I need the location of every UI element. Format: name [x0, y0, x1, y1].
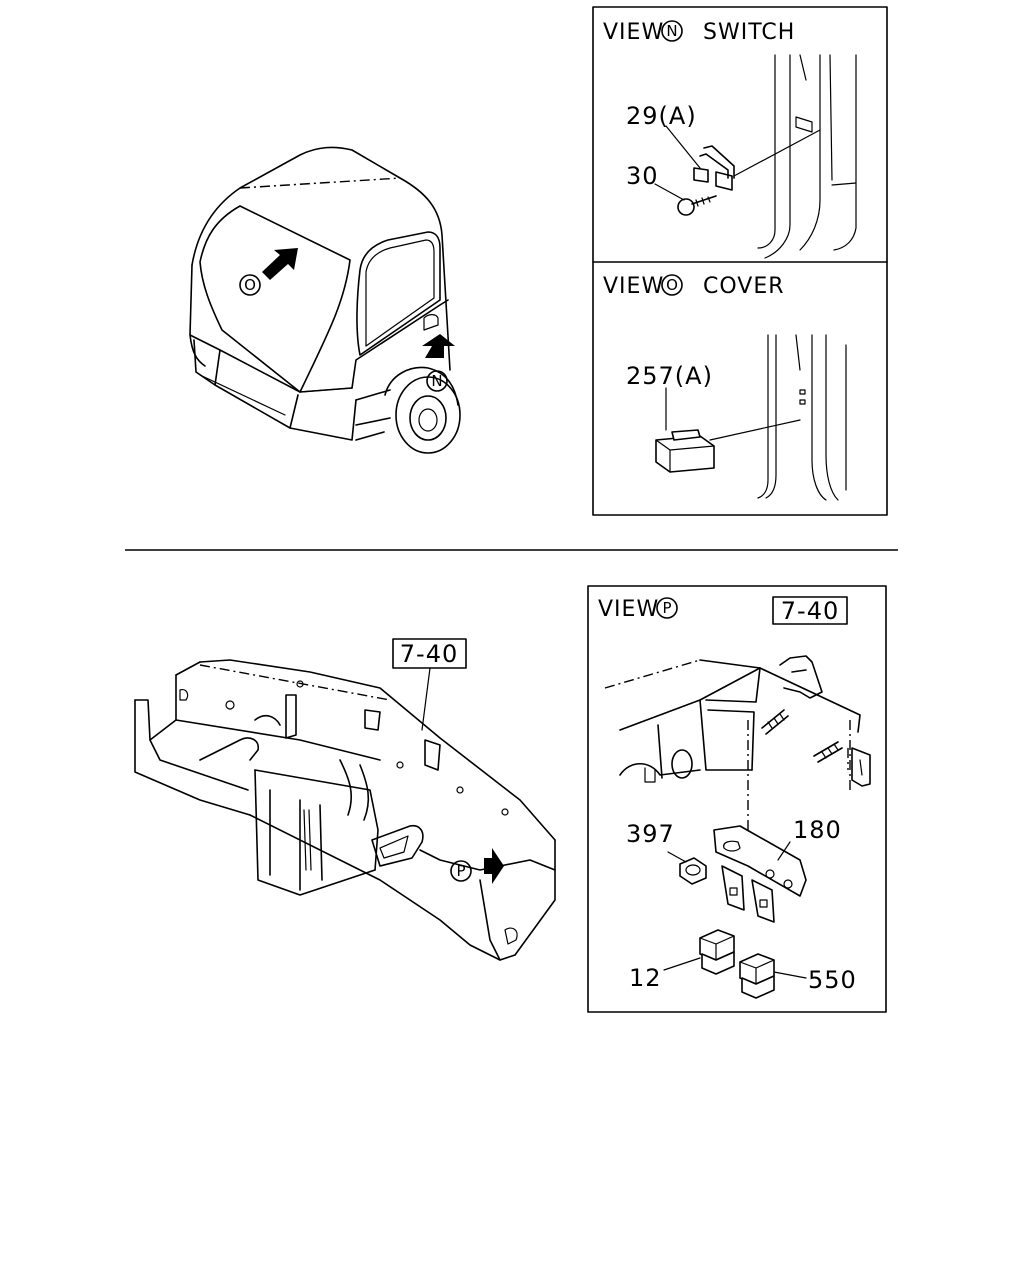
- view-n-switch-panel: VIEW N SWITCH 29(A) 30: [592, 6, 888, 516]
- view-n-marker: N: [666, 22, 677, 40]
- part-label-180: 180: [793, 816, 842, 844]
- svg-text:N: N: [431, 372, 442, 390]
- ref-label-dashboard: 7-40: [400, 640, 458, 668]
- view-o-marker: O: [666, 276, 678, 294]
- part-label-12: 12: [629, 964, 662, 992]
- view-n-prefix: VIEW: [603, 20, 664, 45]
- dashboard-frame-illustration: [134, 659, 556, 961]
- view-o-prefix: VIEW: [603, 274, 664, 299]
- part-label-550: 550: [808, 966, 857, 994]
- marker-p-dashboard: P: [450, 860, 472, 882]
- view-p-marker: P: [662, 599, 671, 617]
- marker-o: O: [239, 274, 261, 296]
- ref-label-view-p: 7-40: [781, 597, 839, 625]
- svg-text:P: P: [456, 862, 465, 880]
- part-label-30: 30: [626, 162, 659, 190]
- marker-n: N: [426, 370, 448, 392]
- part-label-257: 257(A): [626, 362, 713, 390]
- truck-cab-illustration: [189, 146, 461, 454]
- view-o-cover-panel: VIEW O COVER 257(A): [603, 274, 847, 501]
- svg-text:O: O: [244, 276, 256, 294]
- part-label-29: 29(A): [626, 102, 697, 130]
- view-p-panel: VIEW P 7-40: [587, 585, 887, 1013]
- ref-box-dashboard: 7-40: [392, 638, 467, 669]
- view-n-title: SWITCH: [703, 20, 795, 45]
- view-p-prefix: VIEW: [598, 597, 659, 622]
- part-label-397: 397: [626, 820, 675, 848]
- view-o-title: COVER: [703, 274, 785, 299]
